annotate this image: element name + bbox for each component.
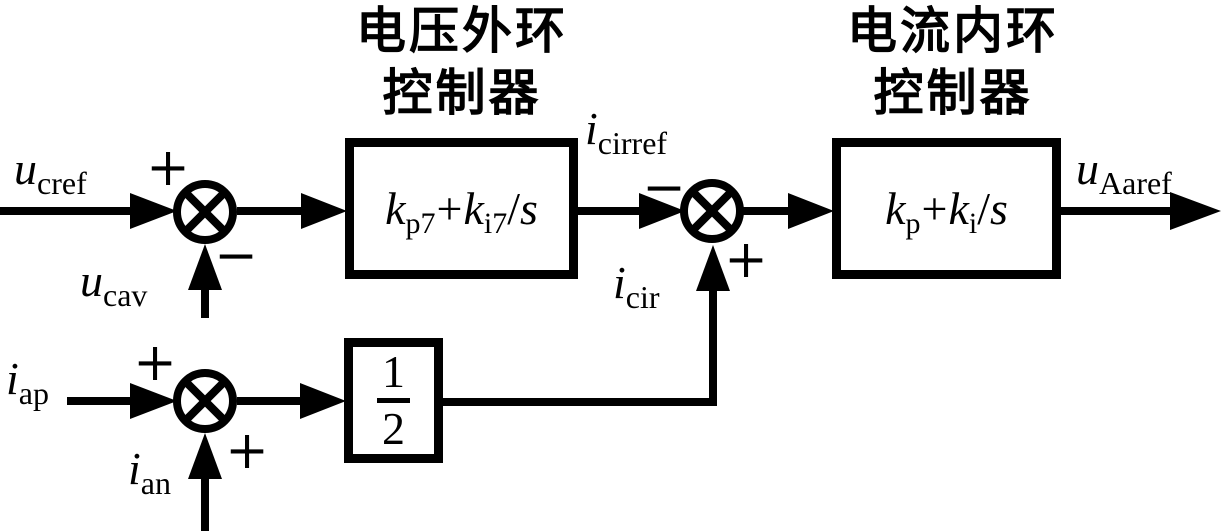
- sum3-plus-left-sign: +: [133, 333, 177, 393]
- summing-junction-3: [173, 369, 237, 433]
- cc-sub1: p: [905, 207, 921, 240]
- vc-op: +: [436, 183, 463, 234]
- arrowhead-ucav-up: [188, 244, 222, 290]
- label-u-cref: ucref: [14, 143, 87, 200]
- label-u-cav: ucav: [80, 255, 147, 312]
- i-ap-sub: ap: [18, 375, 49, 412]
- i-cirref-base: i: [585, 103, 598, 154]
- current-title-line1: 电流内环: [847, 3, 1059, 59]
- sum2-plus-sign: +: [724, 230, 768, 290]
- i-cirref-sub: cirref: [597, 125, 668, 162]
- cc-op: +: [921, 183, 948, 234]
- i-cir-sub: cir: [625, 279, 660, 316]
- vc-sub2: i7: [483, 207, 508, 240]
- summing-junction-1: [173, 180, 237, 244]
- label-i-ap: iap: [6, 353, 49, 410]
- current-inner-loop-title: 电流内环 控制器: [803, 0, 1103, 124]
- current-title-line2: 控制器: [873, 65, 1033, 121]
- arrowhead-into-half-block: [300, 383, 346, 419]
- u-aaref-base: u: [1076, 143, 1099, 194]
- u-cref-base: u: [14, 143, 37, 194]
- voltage-title-line2: 控制器: [382, 65, 542, 121]
- vc-s: s: [520, 183, 538, 234]
- arrowhead-ian-up: [188, 433, 222, 479]
- sum2-minus-sign: −: [642, 158, 686, 218]
- arrowhead-into-current-block: [788, 193, 834, 229]
- arrowhead-into-sum3: [130, 383, 177, 419]
- vc-k1: k: [385, 183, 406, 234]
- sum1-minus-sign: −: [214, 226, 258, 286]
- cc-s: s: [990, 183, 1008, 234]
- half-gain-denominator: 2: [382, 403, 405, 454]
- i-an-base: i: [128, 443, 141, 494]
- sum1-plus-sign: +: [146, 138, 190, 198]
- i-ap-base: i: [6, 353, 19, 404]
- vc-sub1: p7: [405, 207, 436, 240]
- arrowhead-output: [1170, 192, 1221, 230]
- arrowhead-into-voltage-block: [301, 193, 347, 229]
- current-controller-expression: kp+ki/s: [885, 182, 1008, 240]
- arrowhead-into-sum1: [130, 193, 177, 229]
- voltage-controller-expression: kp7+ki7/s: [385, 182, 538, 240]
- summing-junction-2: [680, 179, 744, 243]
- label-i-cir: icir: [613, 257, 660, 314]
- arrowhead-icir-up: [696, 245, 730, 291]
- voltage-controller-block: kp7+ki7/s: [345, 138, 578, 279]
- cc-k1: k: [885, 183, 906, 234]
- cc-slash: /: [977, 183, 990, 234]
- u-cav-sub: cav: [103, 277, 148, 314]
- cc-sub2: i: [968, 207, 978, 240]
- current-controller-block: kp+ki/s: [832, 138, 1061, 279]
- cc-k2: k: [948, 183, 969, 234]
- u-aaref-sub: Aaref: [1099, 165, 1172, 202]
- i-an-sub: an: [140, 465, 171, 502]
- vc-k2: k: [463, 183, 484, 234]
- half-gain-fraction: 1 2: [376, 345, 411, 454]
- sum3-plus-bottom-sign: +: [225, 421, 269, 481]
- arrowhead-into-sum2: [639, 193, 685, 229]
- fraction-bar: [377, 398, 410, 403]
- label-u-aaref: uAaref: [1076, 143, 1172, 200]
- label-i-an: ian: [128, 443, 171, 500]
- i-cir-base: i: [613, 257, 626, 308]
- u-cref-sub: cref: [37, 165, 87, 202]
- voltage-title-line1: 电压外环: [356, 3, 568, 59]
- u-cav-base: u: [80, 255, 103, 306]
- vc-slash: /: [507, 183, 520, 234]
- half-gain-numerator: 1: [382, 345, 405, 397]
- label-i-cirref: icirref: [585, 103, 667, 160]
- half-gain-block: 1 2: [344, 338, 443, 463]
- voltage-outer-loop-title: 电压外环 控制器: [312, 0, 612, 124]
- wire-half-block-to-sum2: [442, 287, 717, 406]
